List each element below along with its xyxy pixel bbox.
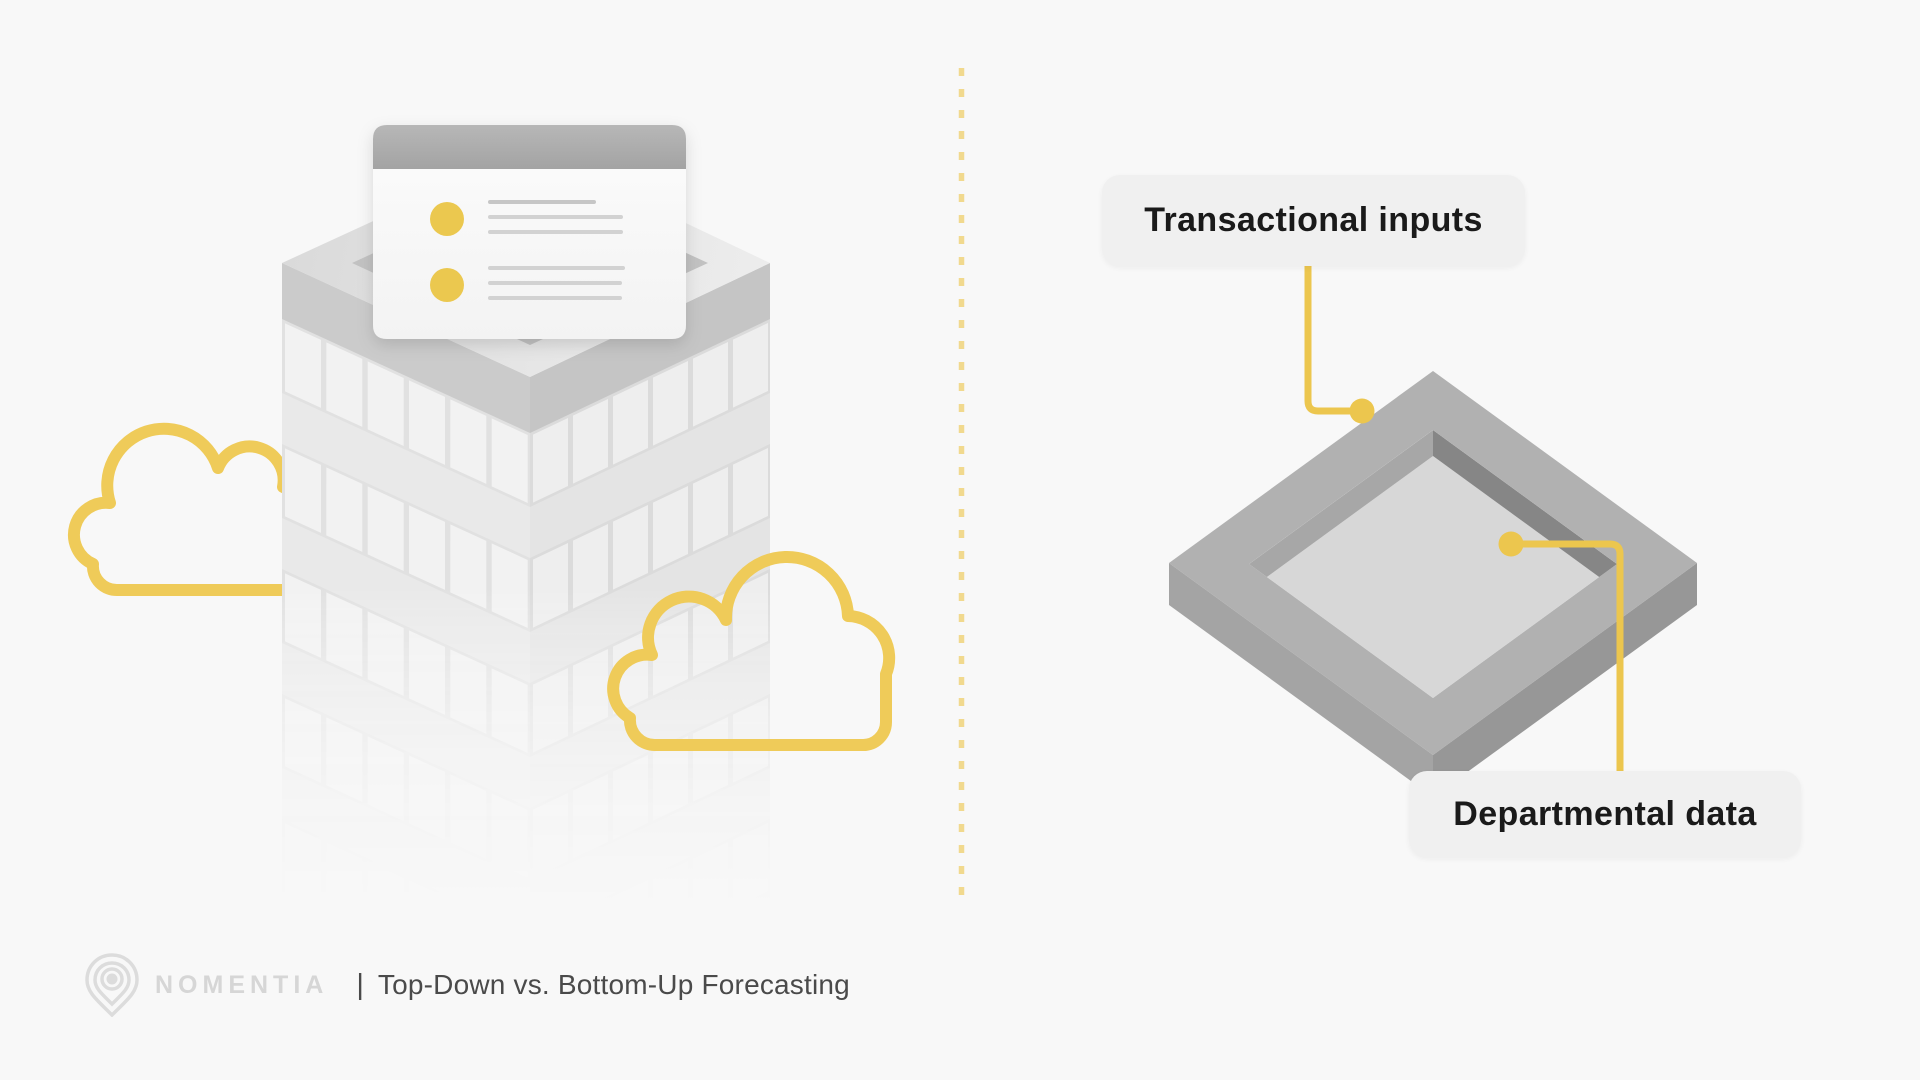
tray-illustration [1169,371,1697,797]
document-card-icon [373,125,686,339]
tray-left-side [1169,563,1433,797]
cloud-icon-left [67,422,282,596]
connector-departmental [1511,540,1624,771]
building-left-wall [282,263,530,1018]
card-header [373,125,686,169]
location-pin-icon [85,953,139,1017]
tray-inner-wall-nw [1249,430,1433,590]
brand-name: NOMENTIA [155,970,329,999]
tray-inner-wall-ne [1433,430,1617,590]
footer-separator: | [356,968,364,1001]
connector-transactional [1304,266,1350,415]
bullet-dot-icon [430,202,464,236]
card-body [373,169,686,339]
tray-right-side [1433,563,1697,797]
label-transactional-inputs: Transactional inputs [1102,175,1525,266]
footer-title: Top-Down vs. Bottom-Up Forecasting [377,969,850,1000]
tray-top-face [1169,371,1697,755]
card-text-lines [488,200,625,300]
bullet-dot-icon [430,268,464,302]
footer-brand-bar: NOMENTIA | Top-Down vs. Bottom-Up Foreca… [85,952,850,1018]
cloud-icon-right [607,551,896,751]
label-departmental-data: Departmental data [1409,771,1801,857]
connector-dot-icon [1349,398,1375,424]
